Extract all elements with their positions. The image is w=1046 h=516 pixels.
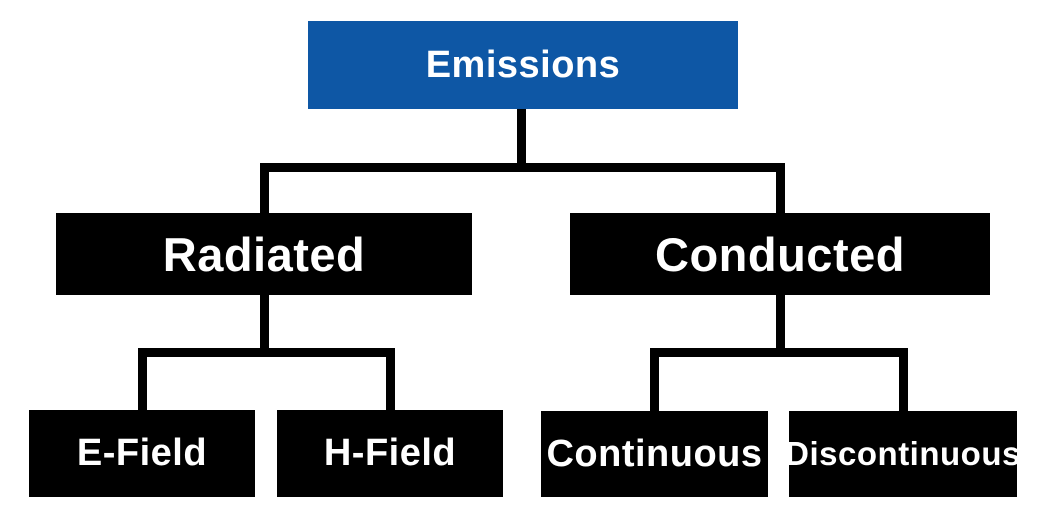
node-conducted: Conducted (570, 213, 990, 295)
connector-drop-to-continuous (650, 348, 659, 412)
connector-drop-to-h-field (386, 348, 395, 411)
connector-conducted-stem (776, 295, 785, 357)
node-h-field: H-Field (277, 410, 503, 497)
node-emissions: Emissions (308, 21, 738, 109)
node-radiated: Radiated (56, 213, 472, 295)
node-discontinuous: Discontinuous (785, 411, 1020, 497)
connector-drop-to-conducted (776, 163, 785, 214)
node-continuous: Continuous (541, 411, 768, 497)
connector-radiated-crossbar (138, 348, 395, 357)
connector-drop-to-radiated (260, 163, 269, 214)
connector-drop-to-discontinuous (899, 348, 908, 412)
connector-drop-to-e-field (138, 348, 147, 411)
connector-conducted-crossbar (650, 348, 908, 357)
connector-radiated-stem (260, 295, 269, 357)
node-e-field: E-Field (29, 410, 255, 497)
connector-emissions-crossbar (260, 163, 785, 172)
connector-emissions-stem (517, 108, 526, 172)
